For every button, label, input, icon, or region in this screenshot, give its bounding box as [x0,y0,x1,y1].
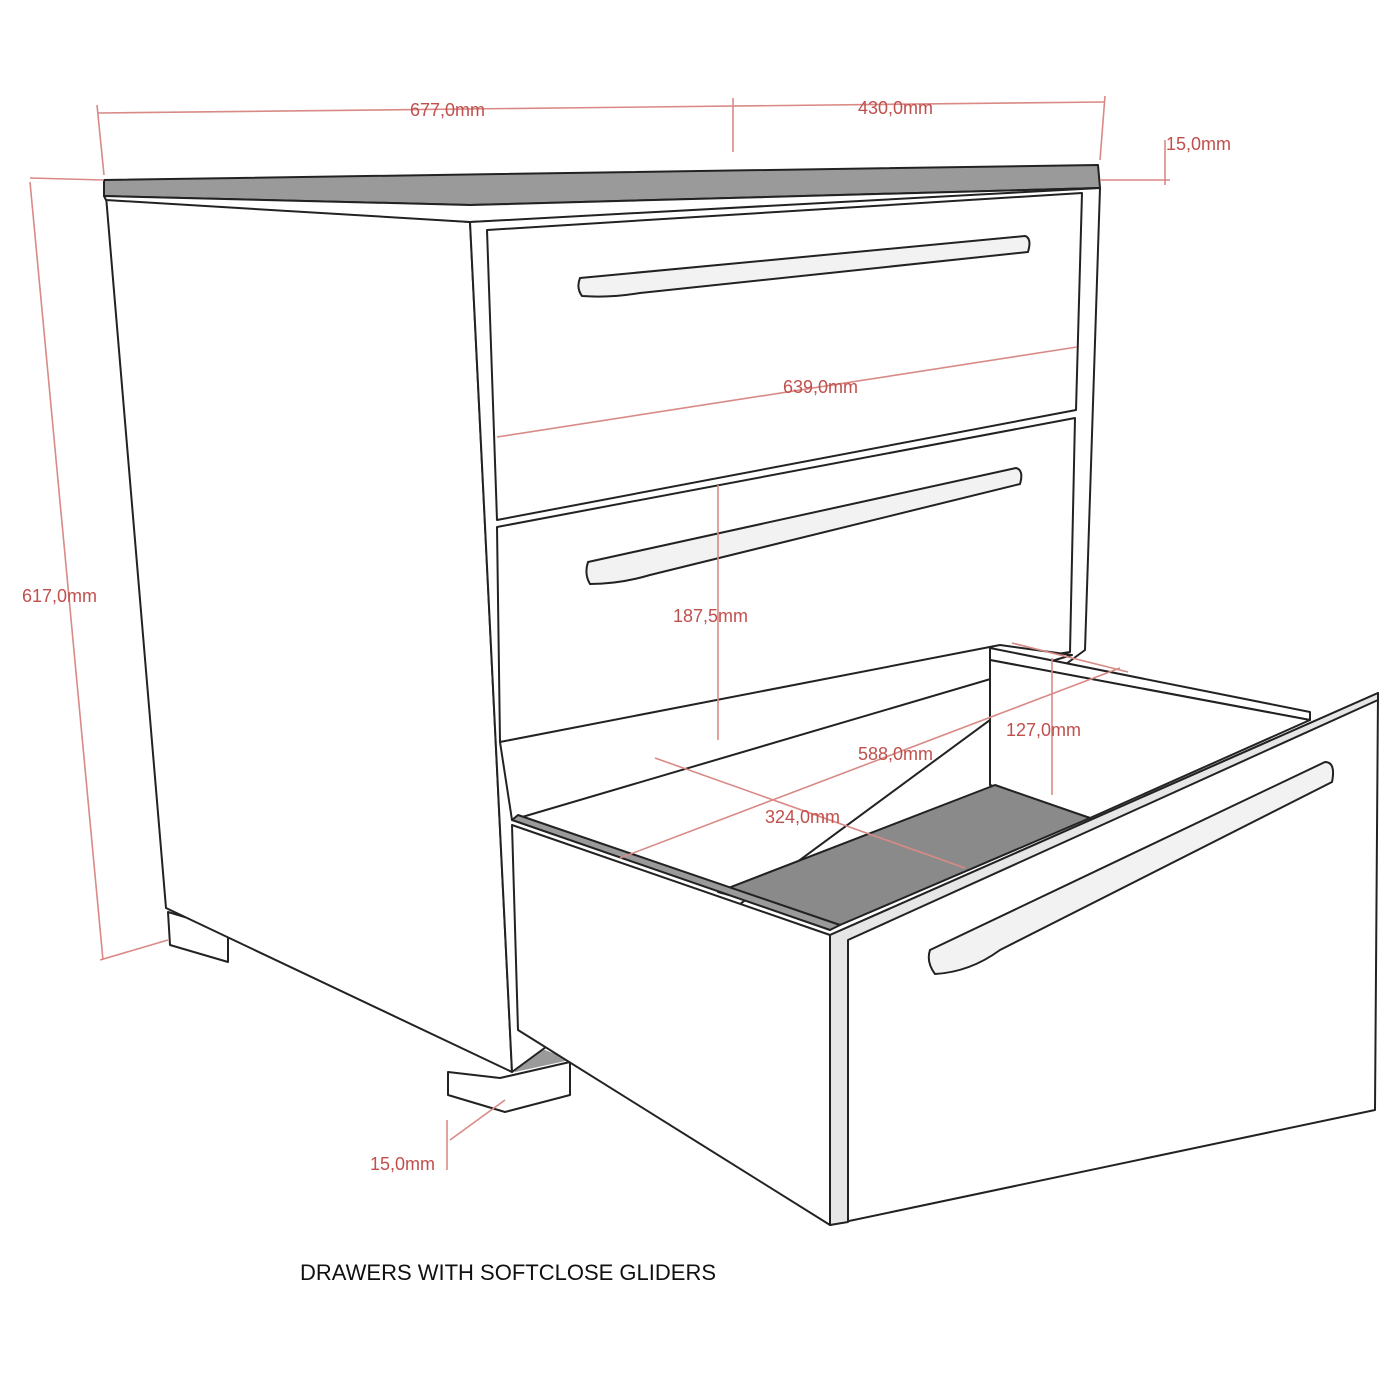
right-leg [447,1061,571,1113]
dimension-lines [29,95,1170,1170]
depth-dimension: 430,0mm [858,98,933,118]
top-drawer-handle [577,235,1031,298]
drawer-width-dimension: 639,0mm [783,377,858,397]
top-thickness-dimension: 15,0mm [1166,134,1231,154]
leg-height-dimension: 15,0mm [370,1154,435,1174]
drawer-inner-depth-dimension: 588,0mm [858,744,933,764]
drawer-cavity [499,644,1073,821]
drawer-inner-height-dimension: 127,0mm [1006,720,1081,740]
caption: DRAWERS WITH SOFTCLOSE GLIDERS [300,1260,716,1285]
height-dimension: 617,0mm [22,586,97,606]
middle-drawer-handle [585,467,1023,585]
bottom-drawer-front-edge [829,692,1379,1226]
width-dimension: 677,0mm [410,100,485,120]
drawer-inner-width-dimension: 324,0mm [765,807,840,827]
drawer-side-top [511,814,841,931]
bottom-drawer-handle [927,761,1335,975]
drawer-front-height-dimension: 187,5mm [673,606,748,626]
